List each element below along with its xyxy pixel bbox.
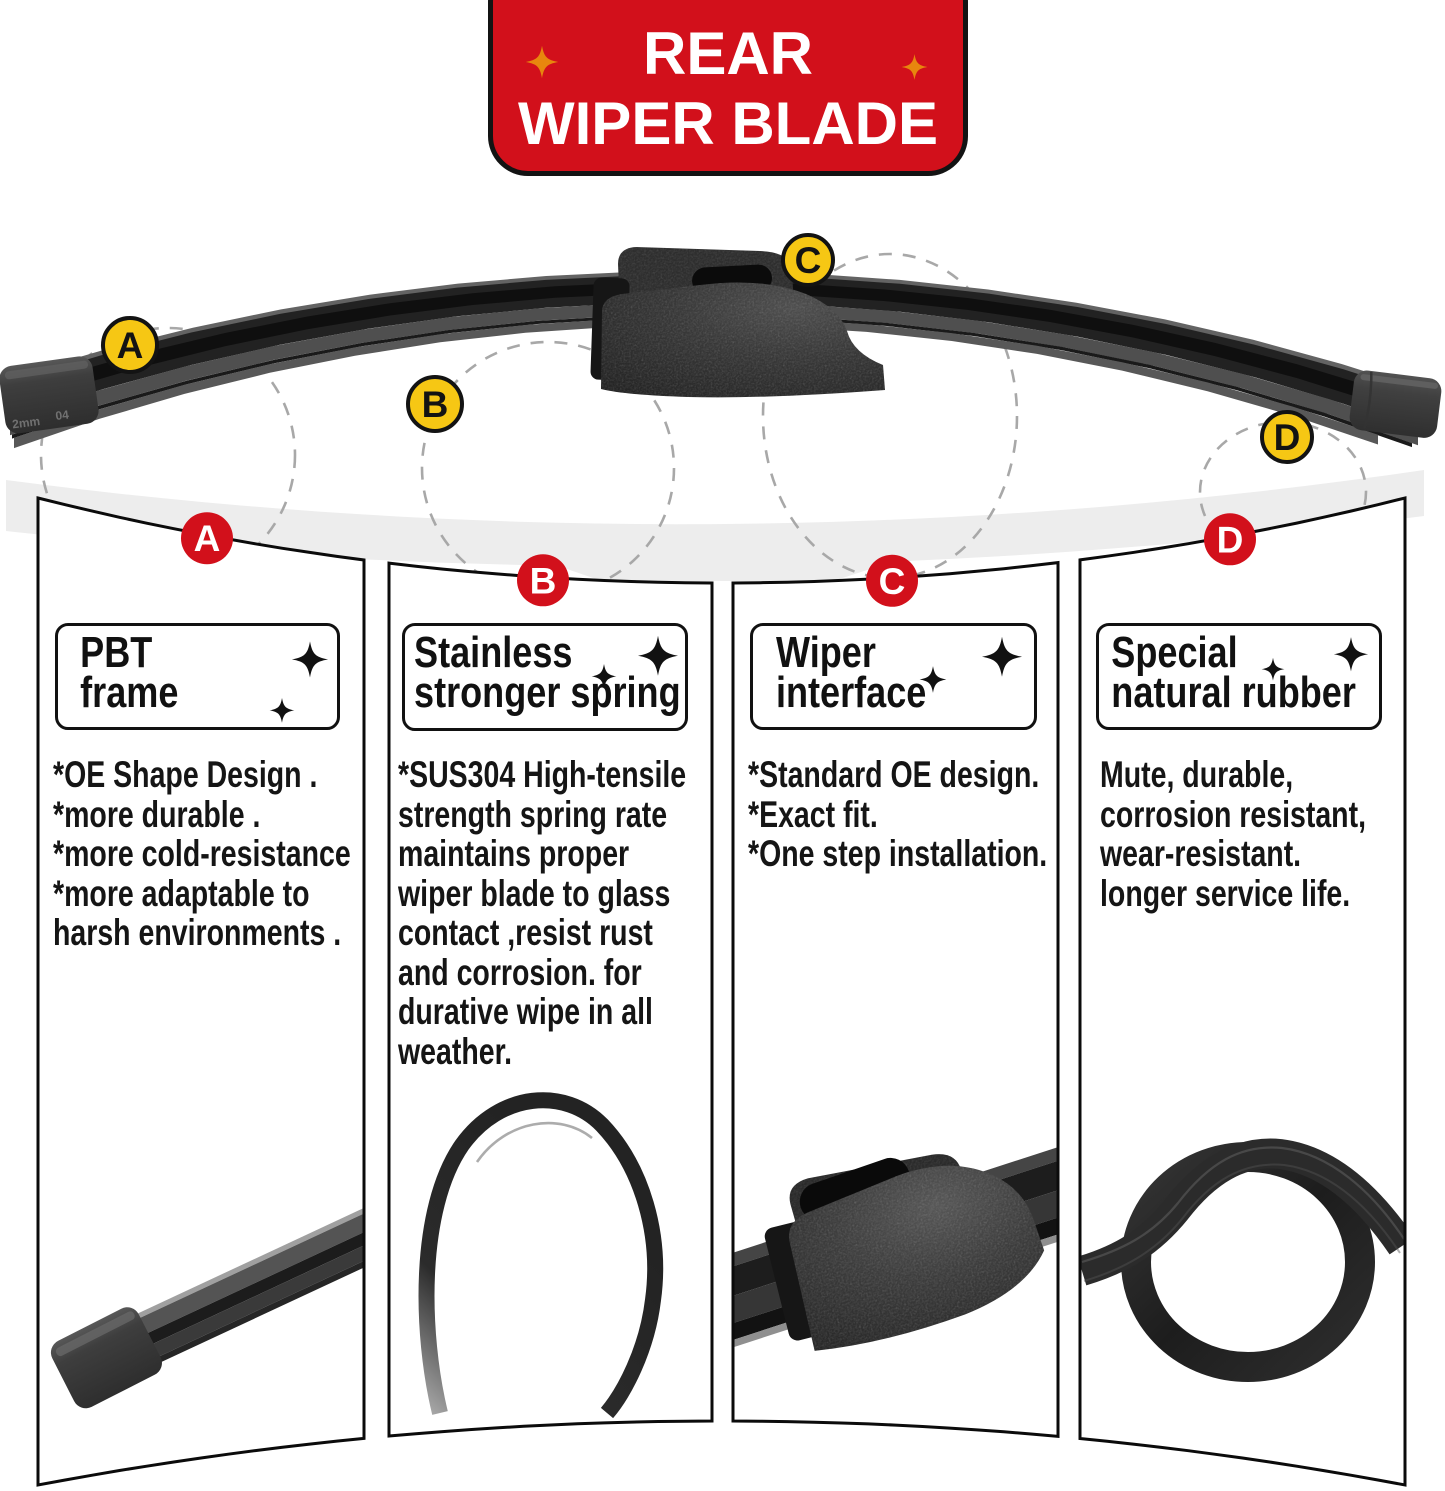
blade-marker-letter: A bbox=[117, 325, 144, 366]
sparkle-icon bbox=[591, 663, 617, 689]
end-cap-highlight bbox=[55, 1311, 135, 1357]
blade-core-stripe bbox=[60, 281, 1380, 405]
sparkle-icon bbox=[982, 636, 1022, 677]
photo-rubber-coil bbox=[1080, 1138, 1405, 1382]
panel-c-title: Wiper interface bbox=[775, 628, 927, 717]
blade-left-end-cap bbox=[0, 356, 99, 434]
blade-marker-d: D bbox=[1260, 410, 1314, 464]
blade-center-mount bbox=[590, 247, 885, 398]
sparkle-icon bbox=[525, 45, 559, 79]
panel-marker-a: A bbox=[181, 512, 233, 565]
spring-steel-band bbox=[418, 1092, 664, 1419]
sparkle-icon bbox=[919, 666, 947, 693]
blade-marking-text-2: 04 bbox=[55, 407, 70, 423]
blade-marker-a: A bbox=[101, 316, 159, 374]
panel-marker-letter: D bbox=[1217, 519, 1244, 560]
panel-d-title: Special natural rubber bbox=[1111, 628, 1356, 717]
blade-strip-shadow bbox=[12, 314, 1412, 448]
panel-a-description: *OE Shape Design . *more durable . *more… bbox=[53, 754, 351, 953]
rubber-coil-strand bbox=[1080, 1138, 1405, 1286]
sparkle-icon bbox=[901, 54, 928, 80]
sparkle-icon bbox=[638, 635, 678, 676]
sparkle-icon bbox=[291, 641, 329, 678]
photo-wiper-interface bbox=[733, 1127, 1058, 1353]
photo-spring-loop bbox=[418, 1092, 664, 1419]
panel-marker-c: C bbox=[866, 554, 918, 607]
blade-top-rim bbox=[16, 271, 1430, 400]
photo-pbt-frame bbox=[50, 1156, 364, 1409]
wiper-blade-photo: 2mm 04 bbox=[0, 247, 1442, 449]
blade-reflection bbox=[6, 470, 1424, 581]
panel-a-title: PBT frame bbox=[80, 628, 179, 717]
panel-d-border bbox=[1078, 496, 1407, 1487]
pbt-frame-rod-band bbox=[134, 1176, 364, 1350]
pbt-frame-rod-band bbox=[139, 1186, 364, 1363]
sparkle-icon bbox=[269, 697, 295, 723]
blade-marker-c: C bbox=[781, 233, 835, 287]
panel-b-title-box: Stainless stronger spring bbox=[402, 623, 688, 731]
panel-c-border bbox=[731, 560, 1060, 1439]
panel-marker-letter: C bbox=[879, 561, 906, 602]
badge-title-line2: WIPER BLADE bbox=[518, 90, 938, 157]
panel-a-border bbox=[36, 496, 366, 1487]
sparkle-icon bbox=[1261, 657, 1285, 681]
panel-marker-letter: B bbox=[530, 560, 557, 601]
panel-d-title-box: Special natural rubber bbox=[1096, 623, 1382, 730]
panel-a-background bbox=[38, 498, 364, 1485]
panel-d-description: Mute, durable, corrosion resistant, wear… bbox=[1100, 754, 1366, 914]
blade-molded-marking: 2mm 04 bbox=[11, 407, 70, 431]
panel-marker-d: D bbox=[1204, 513, 1256, 566]
blade-marker-letter: D bbox=[1274, 417, 1301, 458]
blade-marker-letter: C bbox=[795, 240, 822, 281]
sparkle-icon bbox=[1333, 637, 1369, 672]
panel-marker-b: B bbox=[517, 554, 569, 607]
blade-rubber-lip bbox=[14, 317, 1378, 449]
header-badge: REAR WIPER BLADE bbox=[488, 0, 968, 176]
panel-b-title: Stainless stronger spring bbox=[414, 628, 681, 717]
blade-marking-text-1: 2mm bbox=[11, 414, 41, 431]
pbt-frame-rod-band bbox=[145, 1199, 364, 1369]
pbt-frame-rod-band bbox=[125, 1156, 364, 1324]
panel-c-description: *Standard OE design. *Exact fit. *One st… bbox=[748, 754, 1048, 874]
spring-inner-sheen bbox=[475, 1121, 593, 1163]
panel-letter-markers: A B C D bbox=[181, 512, 1256, 607]
blade-position-markers: A B C D bbox=[101, 233, 1314, 464]
blade-steel-strip bbox=[10, 302, 1418, 446]
panel-a-title-box: PBT frame bbox=[55, 623, 340, 730]
panel-b-background bbox=[389, 563, 712, 1436]
pbt-frame-end-cap bbox=[50, 1307, 162, 1409]
blade-marker-letter: B bbox=[422, 384, 449, 425]
mount-body-texture bbox=[601, 282, 885, 398]
blade-right-end-cap bbox=[1349, 370, 1442, 438]
panel-b-description: *SUS304 High-tensile strength spring rat… bbox=[398, 754, 687, 1072]
panel-marker-letter: A bbox=[194, 518, 221, 559]
interface-mount bbox=[764, 1154, 1045, 1351]
end-cap-body bbox=[50, 1307, 162, 1409]
blade-marker-b: B bbox=[406, 375, 464, 433]
pbt-frame-rod-band bbox=[127, 1160, 364, 1340]
badge-title-line1: REAR bbox=[642, 20, 813, 87]
panel-b-border bbox=[387, 561, 714, 1438]
panel-c-title-box: Wiper interface bbox=[750, 623, 1037, 730]
